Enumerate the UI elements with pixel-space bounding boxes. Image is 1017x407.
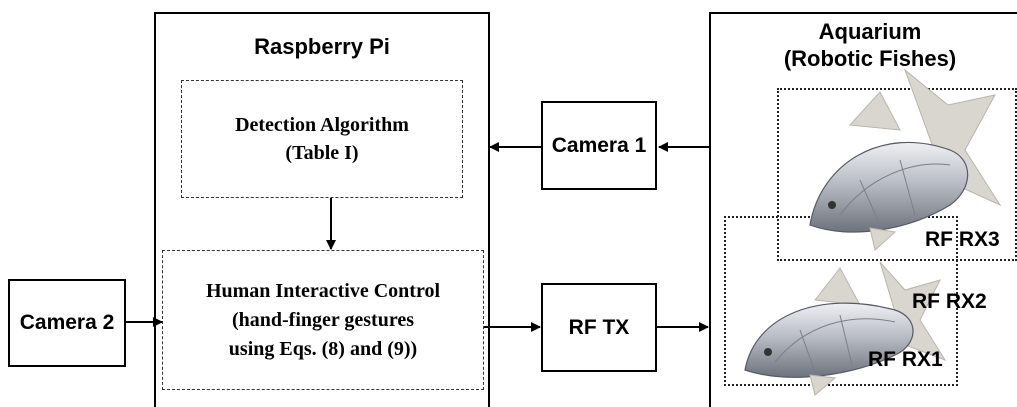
- camera-2-label: Camera 2: [19, 311, 115, 334]
- detection-algorithm-ref: (Table I): [285, 142, 359, 164]
- robotic-fish-icon-1: [809, 68, 1002, 251]
- rf-rx2-label: RF RX2: [912, 290, 987, 313]
- camera-1-box: Camera 1: [541, 101, 657, 190]
- human-interactive-control-box: Human Interactive Control (hand-finger g…: [162, 250, 484, 390]
- rf-tx-box: RF TX: [541, 283, 657, 372]
- camera-2-box: Camera 2: [8, 279, 126, 367]
- camera-1-label: Camera 1: [551, 133, 647, 157]
- control-detail-2: using Eqs. (8) and (9)): [228, 337, 418, 360]
- rf-rx3-label: RF RX3: [925, 228, 1000, 251]
- rf-tx-label: RF TX: [568, 315, 630, 339]
- aquarium-title-line1: Aquarium: [818, 19, 922, 44]
- control-label: Human Interactive Control: [205, 279, 441, 302]
- control-detail-1: (hand-finger gestures: [231, 308, 415, 331]
- aquarium-title-line2: (Robotic Fishes): [783, 46, 957, 71]
- fish-rx3-region: [777, 88, 1017, 261]
- rf-rx1-label: RF RX1: [868, 348, 943, 371]
- aquarium-title: Aquarium (Robotic Fishes): [740, 18, 1000, 72]
- detection-algorithm-box: Detection Algorithm (Table I): [181, 80, 463, 198]
- raspberry-pi-box: [154, 12, 490, 407]
- robotic-fish-icon-2: [744, 261, 947, 396]
- raspberry-pi-title: Raspberry Pi: [254, 34, 390, 59]
- detection-algorithm-label: Detection Algorithm: [235, 114, 409, 136]
